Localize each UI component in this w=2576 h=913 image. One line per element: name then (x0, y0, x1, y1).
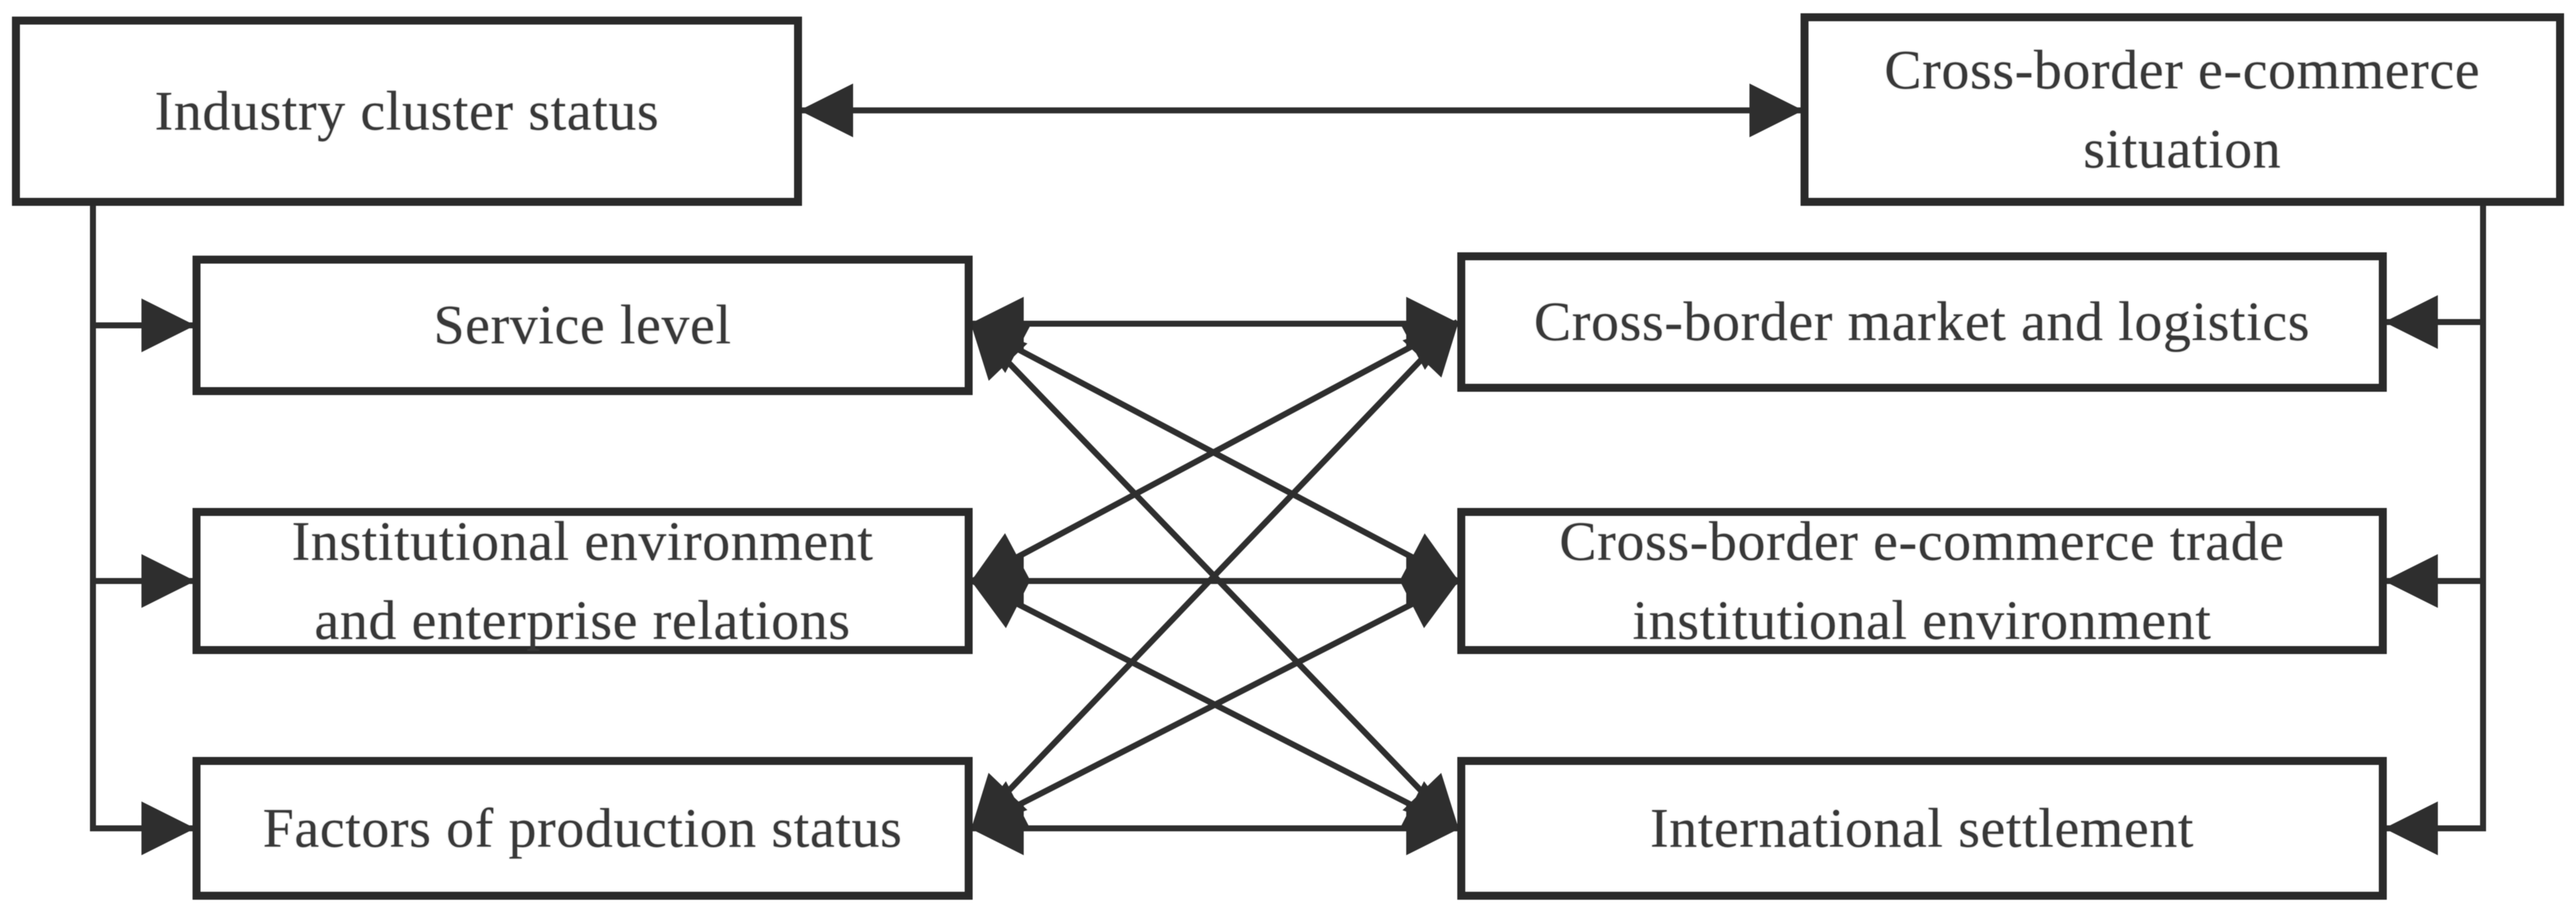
edge-factors-production--trade-institutional-environment (970, 578, 1460, 831)
node-trade-institutional-environment: Cross-border e-commerce trade institutio… (1457, 508, 2387, 654)
edge-industry-cluster-status--institutional-environment (90, 206, 196, 608)
edge-cross-border-situation--market-logistics (2383, 206, 2486, 349)
node-cross-border-e-commerce-situation-label: Cross-border e-commerce situation (1884, 39, 2480, 180)
node-service-level: Service level (193, 256, 973, 395)
node-institutional-environment-label: Institutional environment and enterprise… (291, 510, 874, 651)
node-trade-institutional-environment-label: Cross-border e-commerce trade institutio… (1559, 510, 2285, 651)
node-cross-border-market-and-logistics: Cross-border market and logistics (1457, 252, 2387, 392)
node-cross-border-e-commerce-situation: Cross-border e-commerce situation (1801, 13, 2564, 206)
node-international-settlement-label: International settlement (1650, 797, 2194, 859)
edge-cross-border-situation--international-settlement (2383, 206, 2486, 855)
node-industry-cluster-status-label: Industry cluster status (154, 80, 660, 142)
edge-industry-cluster-status--service-level (90, 206, 196, 353)
node-international-settlement: International settlement (1457, 757, 2387, 900)
node-factors-of-production-status: Factors of production status (193, 757, 973, 900)
node-factors-of-production-status-label: Factors of production status (262, 797, 903, 859)
node-service-level-label: Service level (433, 294, 732, 357)
node-cross-border-market-and-logistics-label: Cross-border market and logistics (1534, 291, 2310, 353)
node-industry-cluster-status: Industry cluster status (12, 17, 802, 206)
node-institutional-environment: Institutional environment and enterprise… (193, 508, 973, 654)
edge-cross-border-situation--trade-institutional-environment (2383, 206, 2486, 608)
edge-industry-cluster-status--factors-production (90, 206, 196, 855)
